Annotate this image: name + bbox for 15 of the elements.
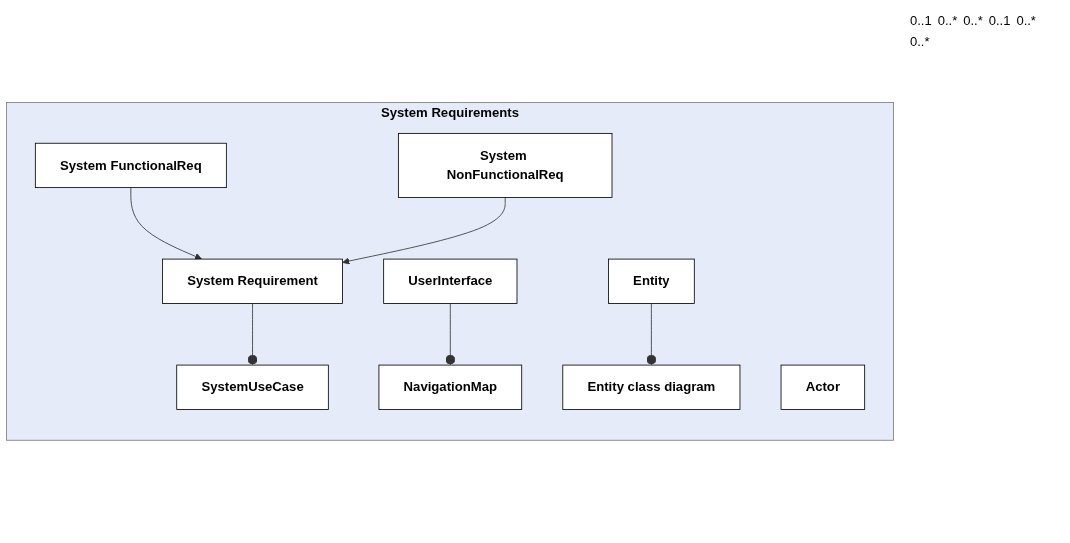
multiplicity-label: 0..*	[937, 13, 958, 28]
node-box: NavigationMap	[378, 364, 523, 410]
node-box: Entity class diagram	[562, 364, 741, 410]
multiplicity-label: 0..*	[1016, 13, 1036, 28]
node-box: Actor	[780, 364, 866, 410]
node-box: System Requirement	[162, 258, 343, 304]
node-box: System NonFunctionalReq	[397, 133, 613, 198]
multiplicity-label: 0..1	[910, 13, 932, 28]
node-box: UserInterface	[383, 258, 518, 304]
node-box: System FunctionalReq	[34, 142, 227, 189]
multiplicity-label: 0..*	[963, 13, 983, 28]
node-box: SystemUseCase	[176, 364, 329, 410]
multiplicity-label: 0..1	[988, 13, 1011, 28]
multiplicity-label: 0..*	[910, 34, 930, 49]
node-box: Entity	[608, 258, 695, 304]
